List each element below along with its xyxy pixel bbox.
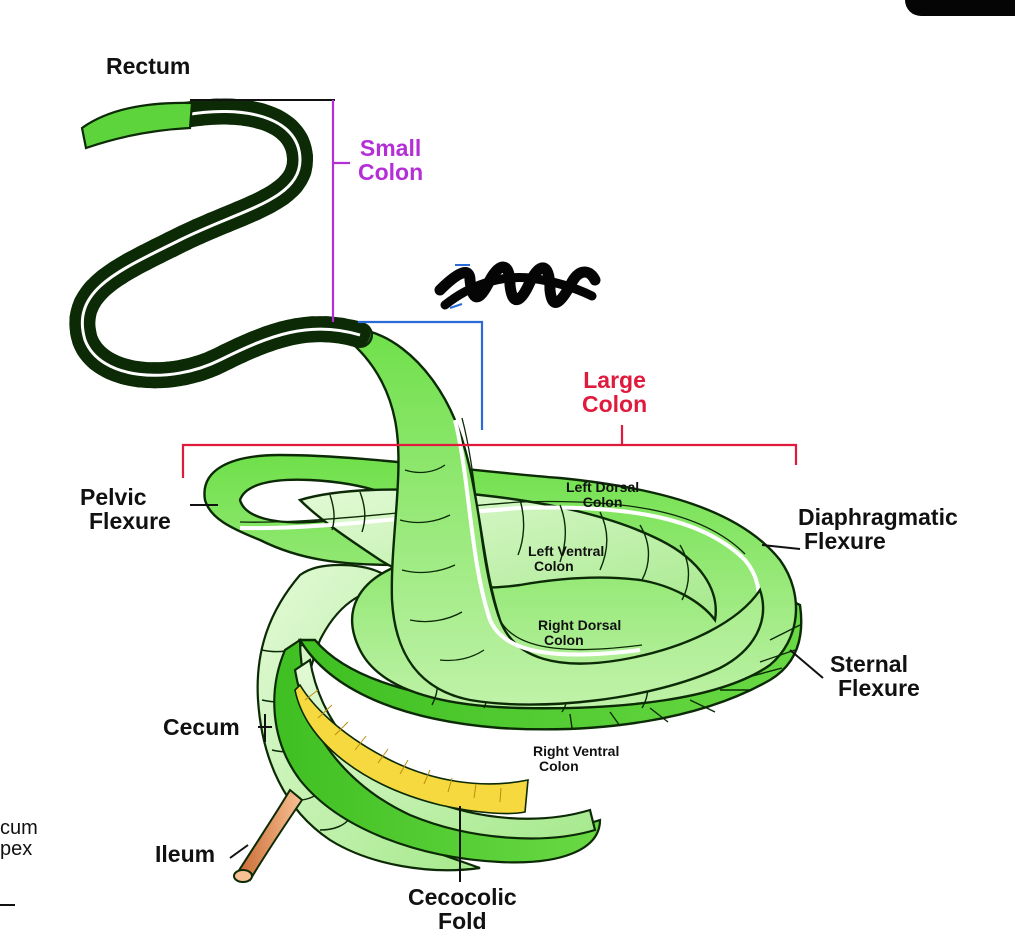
label-cecum: Cecum [163, 714, 240, 740]
cecocolic-fold-shape [294, 683, 529, 815]
label-small-colon: Small Colon [358, 136, 423, 184]
label-large-colon-line1: Large [583, 367, 646, 393]
small-colon-bracket [331, 100, 350, 322]
label-right-ventral-colon-line2: Colon [539, 757, 579, 774]
label-cecum-apex-cropped: cum pex [0, 818, 38, 860]
label-large-colon-line2: Colon [582, 391, 648, 418]
label-right-ventral-colon-line1: Right Ventral [533, 743, 620, 759]
label-right-dorsal-colon-line1: Right Dorsal [538, 617, 622, 633]
ileum-tube [233, 788, 304, 883]
diaphragmatic-flexure-leader [761, 544, 801, 550]
label-cecum-apex-line1: cum [0, 817, 38, 839]
label-ileum: Ileum [155, 841, 216, 867]
cecum-leader [258, 714, 272, 742]
label-sternal-flexure-line1: Sternal [830, 651, 908, 677]
corner-tab [905, 0, 1015, 16]
label-left-ventral-colon-line1: Left Ventral [528, 543, 605, 559]
sternal-flexure-leader [789, 649, 824, 679]
scribble-mark [434, 261, 601, 310]
label-large-colon: Large Colon [582, 368, 647, 416]
label-sternal-flexure: Sternal Flexure [830, 652, 920, 700]
label-cecum-apex-line2: pex [0, 838, 33, 860]
label-pelvic-flexure: Pelvic Flexure [80, 485, 185, 533]
label-diaphragmatic-flexure: Diaphragmatic Flexure [798, 505, 958, 553]
label-diaphragmatic-flexure-line1: Diaphragmatic [798, 504, 958, 530]
ileum-leader [229, 844, 249, 859]
right-dorsal-colon-shape [331, 327, 765, 706]
label-cecocolic-fold-line1: Cecocolic [408, 884, 517, 910]
label-rectum: Rectum [106, 53, 191, 79]
label-left-dorsal-colon-line1: Left Dorsal [566, 479, 640, 495]
label-right-ventral-colon: Right Ventral Colon [533, 744, 619, 773]
transverse-colon-bracket [358, 320, 484, 430]
label-left-dorsal-colon-line2: Colon [582, 493, 623, 510]
label-left-dorsal-colon: Left Dorsal Colon [566, 480, 639, 509]
large-colon-bracket [181, 425, 798, 478]
label-left-ventral-colon-line2: Colon [534, 557, 574, 574]
label-right-dorsal-colon-line2: Colon [544, 631, 584, 648]
label-cecocolic-fold: Cecocolic Fold [408, 885, 517, 933]
leader-lines [190, 99, 824, 882]
label-right-dorsal-colon: Right Dorsal Colon [538, 618, 621, 647]
label-diaphragmatic-flexure-line2: Flexure [804, 528, 886, 555]
label-pelvic-flexure-line2: Flexure [89, 508, 171, 535]
label-small-colon-line1: Small [359, 135, 422, 161]
label-sternal-flexure-line2: Flexure [838, 675, 920, 702]
small-colon-shape [69, 98, 373, 389]
label-cecocolic-fold-line2: Fold [438, 908, 487, 935]
label-left-ventral-colon: Left Ventral Colon [528, 544, 604, 573]
label-small-colon-line2: Colon [358, 159, 424, 186]
label-pelvic-flexure-line1: Pelvic [80, 484, 147, 510]
